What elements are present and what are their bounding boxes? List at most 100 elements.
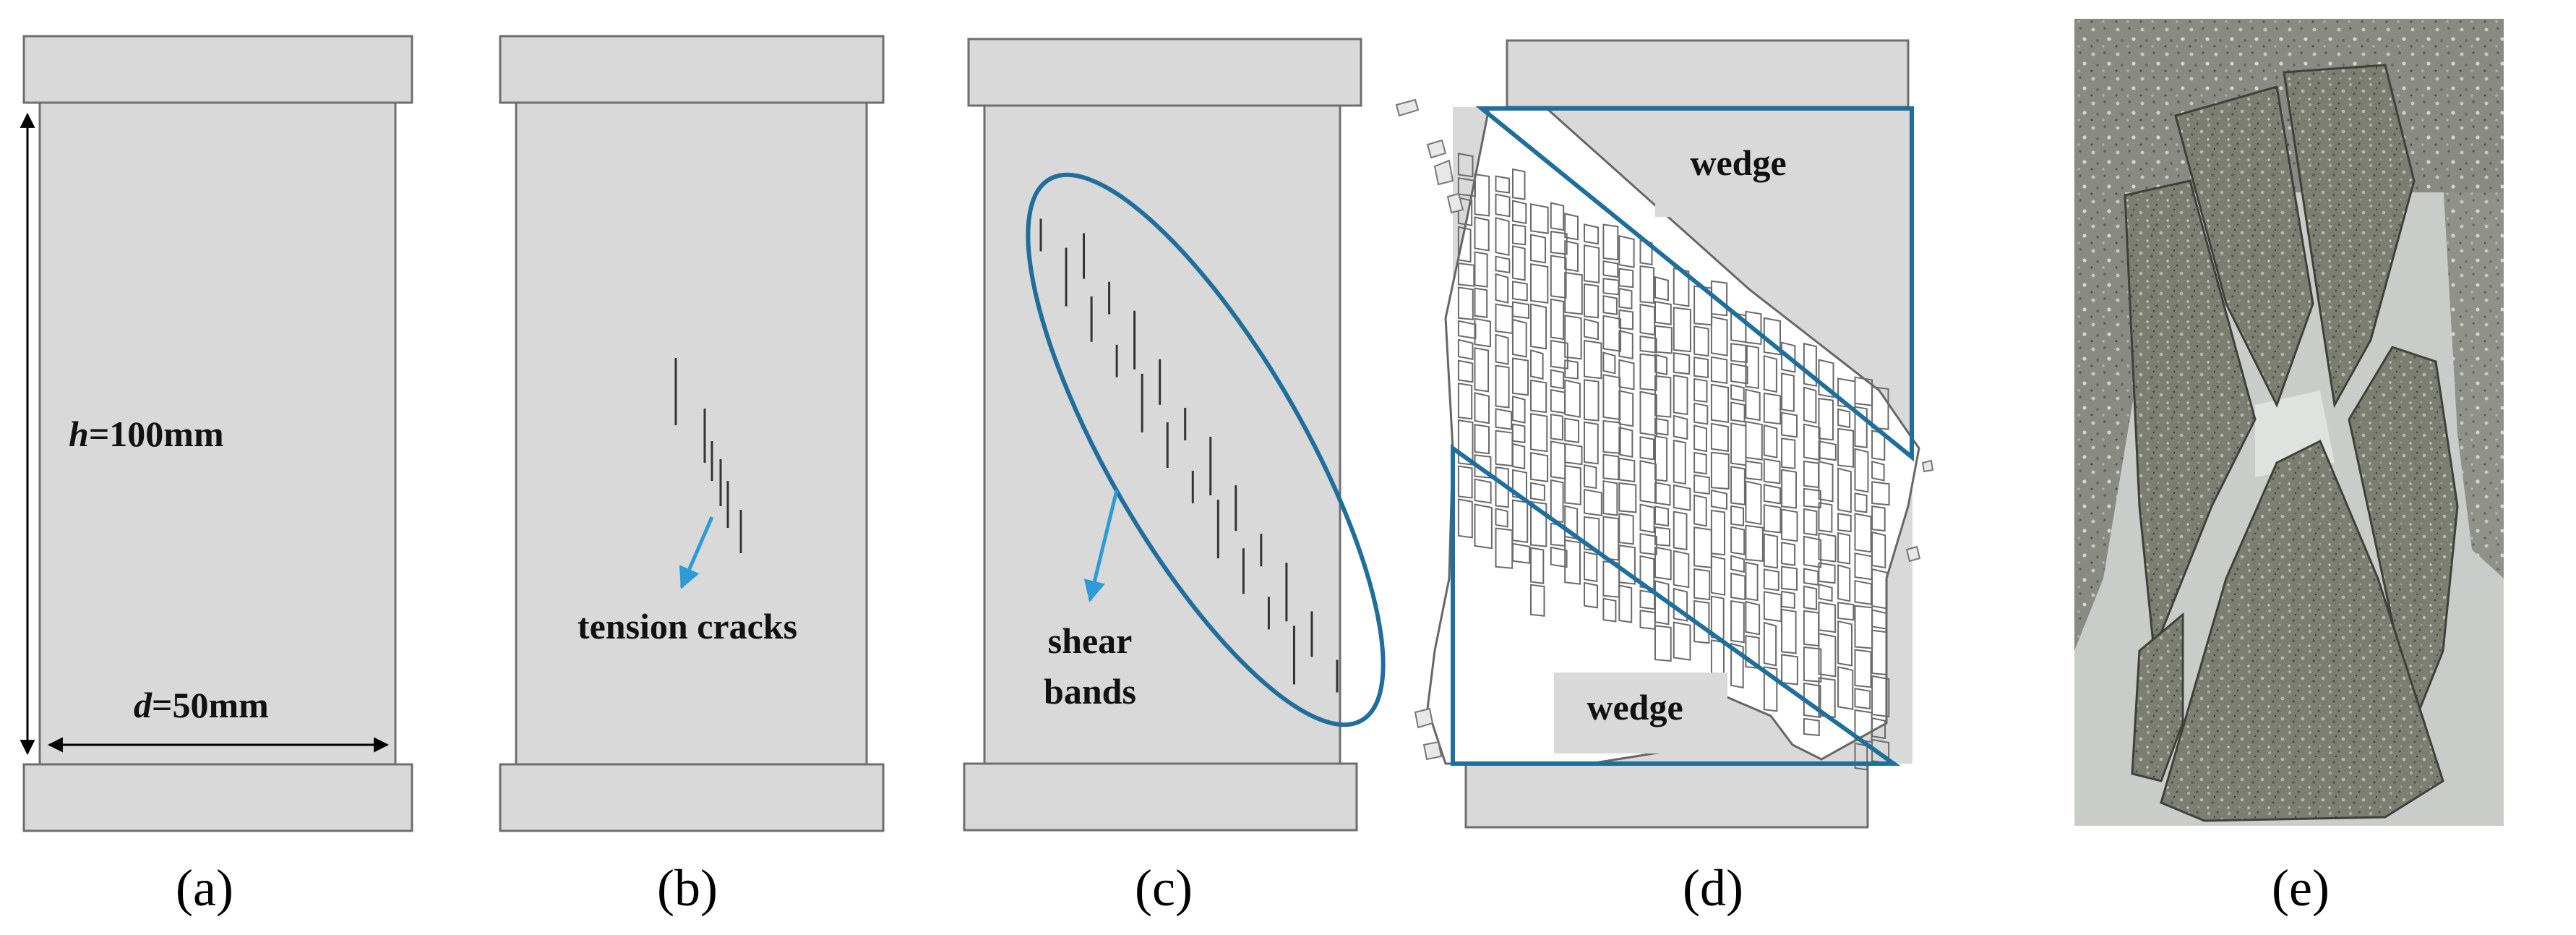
- fragment: [1530, 482, 1545, 502]
- fragment: [1673, 307, 1691, 353]
- fragment: [1584, 488, 1602, 517]
- fragment: [1654, 482, 1671, 506]
- fragment: [1763, 458, 1781, 484]
- fragment: [1530, 412, 1548, 453]
- fragment: [1745, 310, 1762, 346]
- fragment: [1781, 565, 1798, 592]
- fragment: [1495, 175, 1511, 194]
- fragment: [1763, 392, 1782, 425]
- fragment: [1763, 621, 1777, 667]
- fragment: [1618, 309, 1633, 330]
- wedge-label-bottom: wedge: [1587, 687, 1683, 727]
- fragment: [1654, 526, 1670, 547]
- panel-e: (e): [2074, 19, 2504, 917]
- fragment: [1618, 457, 1636, 483]
- fragment: [1512, 357, 1529, 396]
- fragment: [1564, 213, 1579, 241]
- fragment: [1730, 384, 1745, 402]
- panel-b: tension cracks (b): [499, 35, 885, 917]
- fragment: [1550, 230, 1568, 255]
- panel-a: h=100mm d=50mm (a): [20, 35, 413, 917]
- fragment: [1512, 168, 1526, 200]
- fragment: [1837, 513, 1852, 533]
- fragment: [1457, 359, 1474, 383]
- fragment: [1512, 223, 1527, 246]
- fragment: [1654, 505, 1670, 527]
- fragment: [1654, 276, 1669, 302]
- fragment: [1818, 562, 1836, 584]
- fragment: [1584, 283, 1600, 319]
- shear-bands-label-line1: shear: [1048, 620, 1133, 661]
- fragment: [1763, 354, 1777, 393]
- panel-d: wedge wedge (d): [1395, 39, 1934, 917]
- fragment: [1673, 351, 1691, 375]
- fragment: [1495, 216, 1510, 256]
- fragment: [1803, 568, 1819, 586]
- fragment: [1693, 402, 1709, 425]
- fragment: [1837, 531, 1851, 565]
- fragment: [1602, 516, 1620, 561]
- fragment: [1474, 287, 1488, 318]
- fragment: [1512, 245, 1526, 281]
- fragment: [1730, 555, 1745, 573]
- caption-a: (a): [176, 859, 233, 917]
- fragment: [1457, 197, 1473, 226]
- tension-cracks-arrow: [679, 516, 714, 589]
- fragment: [1781, 590, 1795, 610]
- fragment: [1530, 234, 1546, 264]
- fragment: [1564, 315, 1582, 360]
- fragment: [1530, 303, 1547, 350]
- fragment: [1710, 422, 1729, 452]
- specimen-body: [515, 101, 868, 766]
- fragment: [1871, 386, 1889, 430]
- caption-d: (d): [1683, 859, 1743, 917]
- fragment: [1584, 464, 1597, 490]
- fragment: [1781, 542, 1796, 566]
- fragment: [1803, 386, 1817, 424]
- fragment: [1584, 223, 1600, 245]
- fragment: [1584, 318, 1599, 341]
- fragment: [1584, 379, 1600, 422]
- fragment: [1654, 580, 1670, 626]
- fragment: [1530, 263, 1549, 304]
- fragment: [1803, 585, 1818, 610]
- fragment: [1730, 466, 1746, 505]
- fragment: [1763, 504, 1782, 534]
- fragment: [1871, 531, 1886, 569]
- top-platen: [967, 38, 1362, 107]
- fragment: [1495, 255, 1511, 274]
- fragment: [1550, 413, 1563, 441]
- fragment: [1457, 226, 1472, 263]
- fragment: [1512, 200, 1527, 224]
- fragment: [1474, 392, 1490, 424]
- fragment: [1602, 315, 1622, 352]
- wedge-label-top: wedge: [1690, 142, 1786, 183]
- fragment: [1602, 480, 1618, 516]
- fragment: [1803, 535, 1822, 568]
- fragment: [1639, 533, 1657, 556]
- fragment: [1474, 347, 1490, 393]
- fragment: [1564, 539, 1581, 585]
- fragment: [1730, 526, 1746, 555]
- fragment: [1550, 255, 1567, 299]
- fragment: [1512, 423, 1526, 444]
- fragment: [1654, 625, 1672, 662]
- fragment: [1564, 271, 1583, 315]
- fragment: [1803, 682, 1821, 719]
- fragment: [1512, 301, 1529, 320]
- shear-bands-label-line2: bands: [1044, 671, 1136, 712]
- fragment: [1781, 608, 1797, 654]
- fragment: [1530, 203, 1549, 234]
- fragment: [1745, 420, 1763, 461]
- fragment: [1818, 440, 1837, 461]
- fragment: [1781, 654, 1798, 686]
- fragment: [1512, 499, 1529, 544]
- fragment: [1474, 216, 1490, 252]
- fragment: [1530, 584, 1545, 617]
- fragment: [1512, 281, 1528, 302]
- fragment: [1602, 223, 1619, 261]
- fragment: [1673, 484, 1691, 511]
- fragment: [1763, 666, 1778, 712]
- fragment: [1584, 551, 1598, 583]
- fragment: [1530, 379, 1547, 414]
